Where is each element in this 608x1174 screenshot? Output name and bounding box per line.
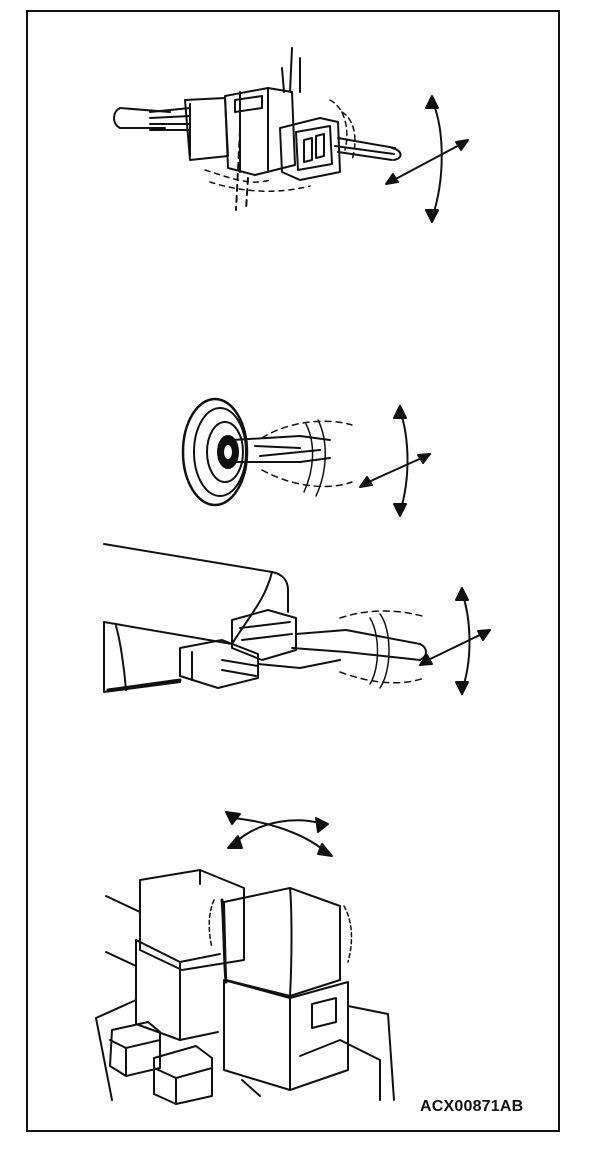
ecu-connector-icon [103,543,427,693]
relay-icon [95,869,395,1105]
figure-code-label: ACX00871AB [420,1098,524,1115]
cross-arrows-icon [225,811,333,857]
figure-frame [26,10,560,1132]
grommet-icon [181,397,353,507]
wiggle-arrows-icon [359,405,431,517]
wiggle-arrows-icon [385,95,469,223]
wiggle-arrows-icon [419,587,491,695]
harness-connector-icon [113,47,402,211]
